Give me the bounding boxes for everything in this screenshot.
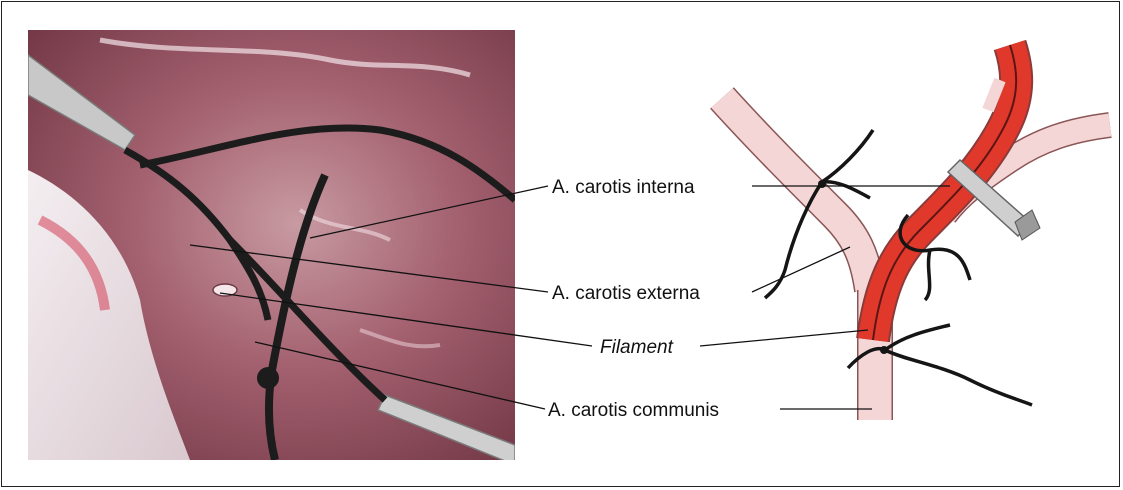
diagram-suture-communis-2 bbox=[885, 350, 1032, 405]
diagram-knot-2 bbox=[880, 346, 888, 354]
vessel-diagram bbox=[722, 45, 1110, 420]
surgery-photo bbox=[28, 30, 515, 465]
label-filament: Filament bbox=[600, 337, 674, 358]
leader-filament-diagram bbox=[700, 330, 868, 346]
leader-externa-diagram bbox=[752, 247, 850, 292]
label-carotis-communis: A. carotis communis bbox=[548, 400, 719, 421]
diagram-suture-externa-tail bbox=[925, 250, 930, 300]
photo-knot bbox=[257, 367, 279, 389]
label-carotis-externa: A. carotis externa bbox=[552, 283, 700, 304]
label-carotis-interna: A. carotis interna bbox=[552, 177, 695, 198]
diagram-knot-1 bbox=[818, 180, 826, 188]
